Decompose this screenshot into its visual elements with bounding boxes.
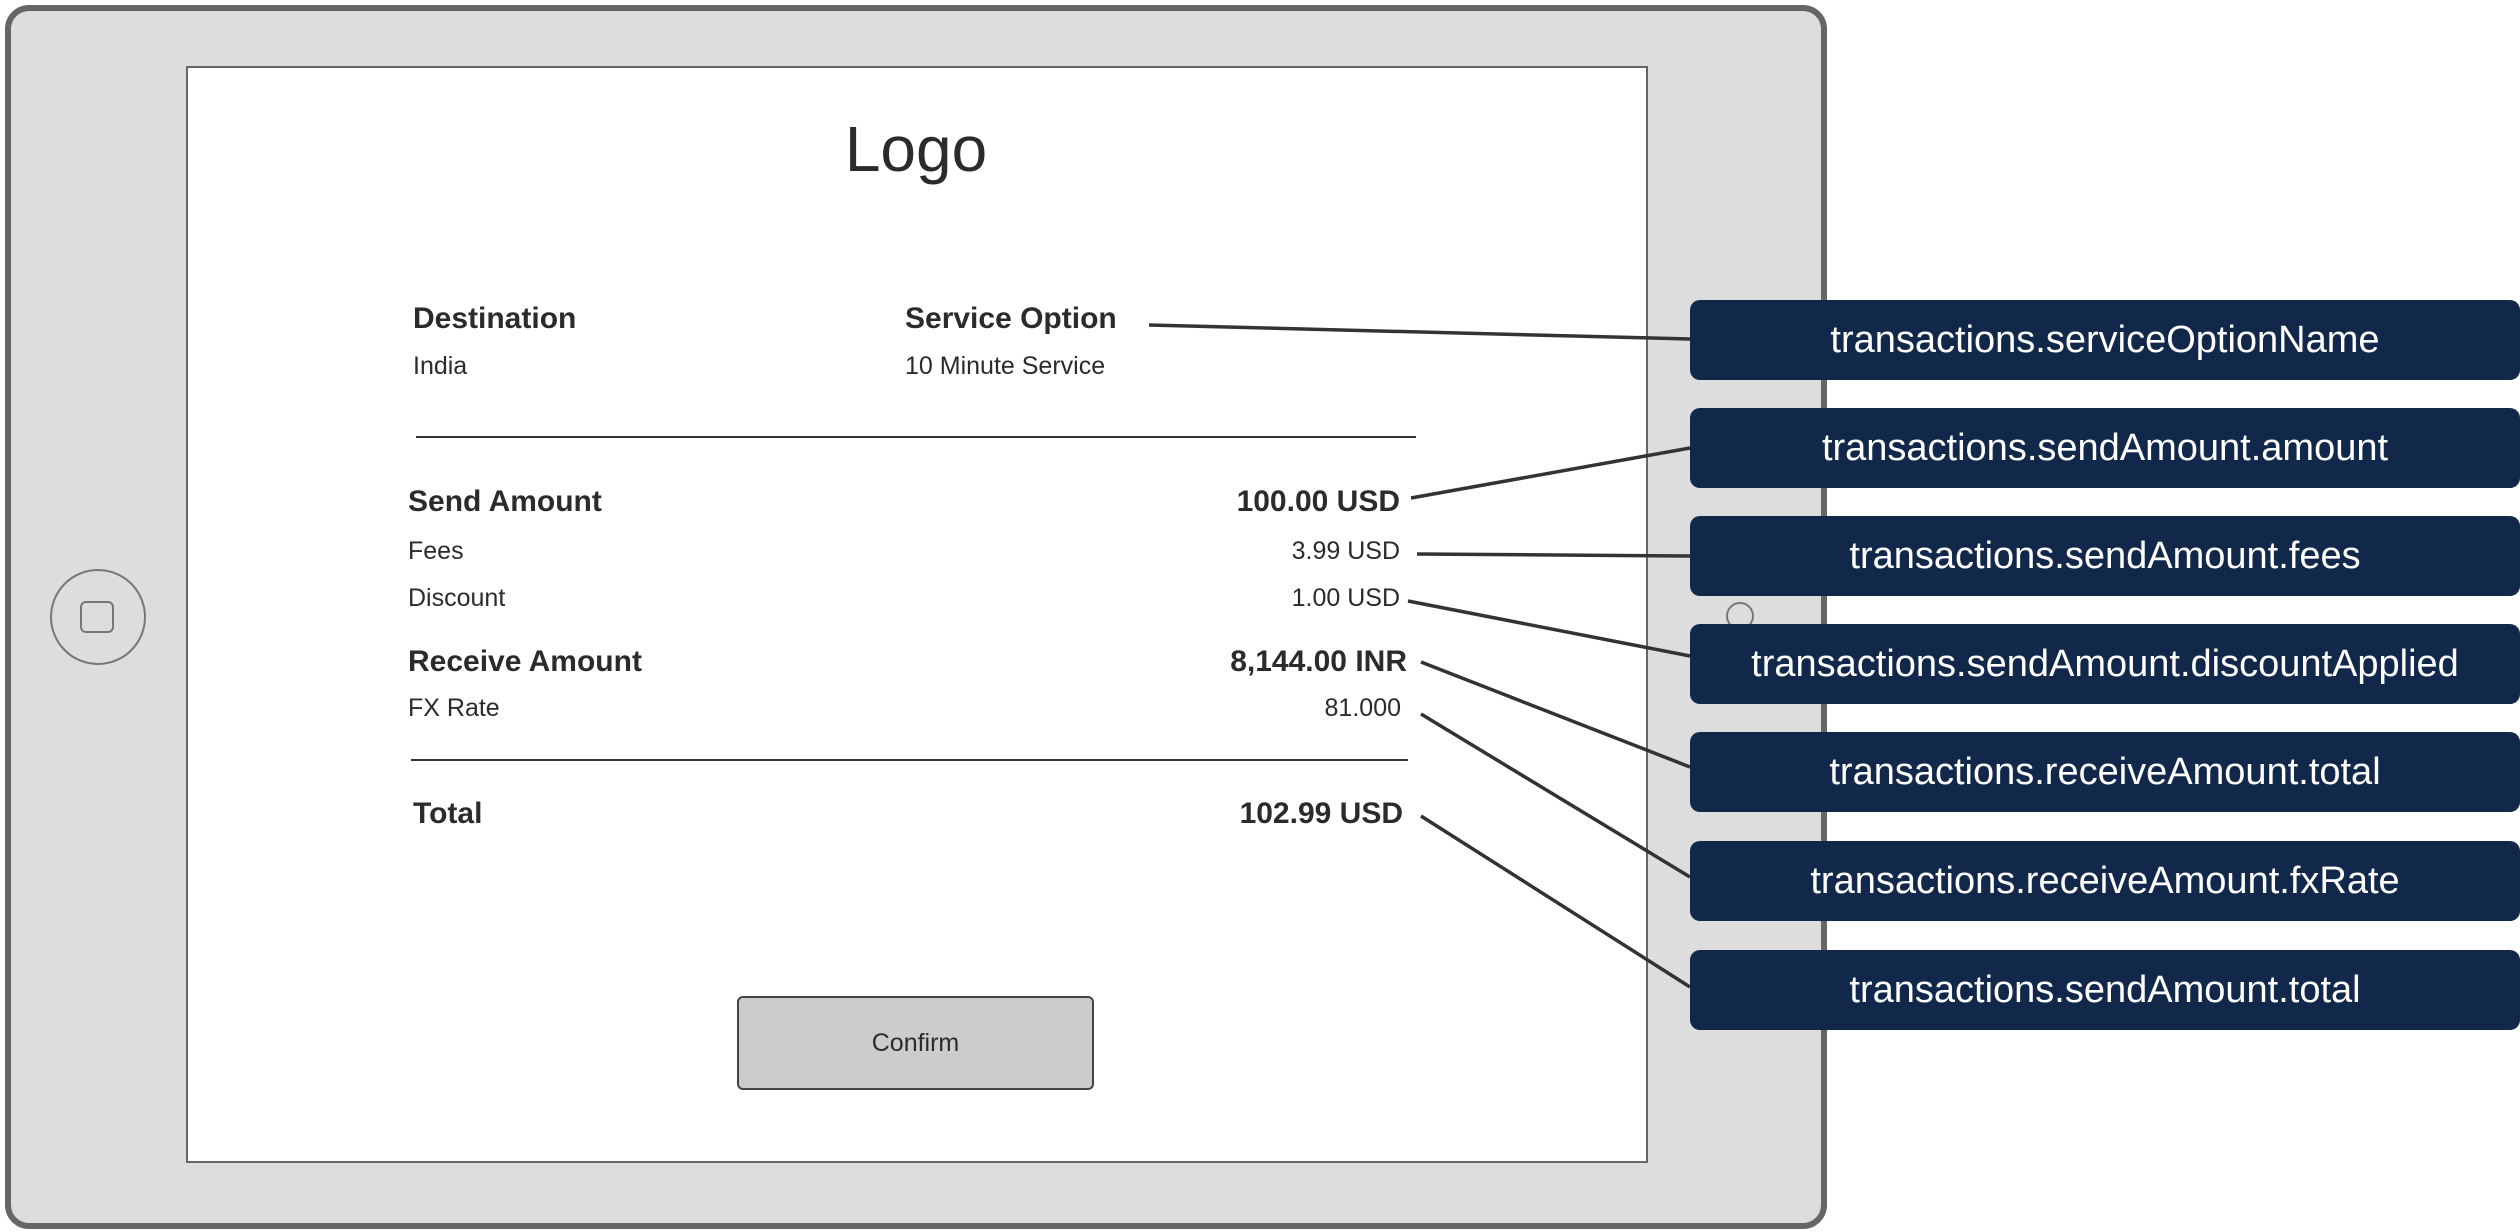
fx-rate-value: 81.000 [1324,694,1401,722]
send-amount-label: Send Amount [408,485,602,518]
fees-value: 3.99 USD [1291,537,1400,565]
divider [411,759,1408,761]
receive-amount-value: 8,144.00 INR [1230,645,1407,678]
send-amount-value: 100.00 USD [1236,485,1400,518]
logo: Logo [844,113,988,185]
confirm-button[interactable]: Confirm [737,996,1094,1090]
home-button[interactable] [50,569,146,665]
service-option-label: Service Option [905,302,1117,335]
divider [416,436,1416,438]
total-label: Total [413,797,483,830]
fees-label: Fees [408,537,464,565]
discount-value: 1.00 USD [1291,584,1400,612]
connector-line [1420,814,1691,989]
connector-line [1410,446,1691,500]
connector-line [1148,323,1691,341]
screen [186,66,1648,1163]
annotation-fees: transactions.sendAmount.fees [1690,516,2520,596]
annotation-send-total: transactions.sendAmount.total [1690,950,2520,1030]
total-value: 102.99 USD [1239,797,1403,830]
destination-label: Destination [413,302,577,335]
service-option-value: 10 Minute Service [905,352,1106,380]
annotation-receive-total: transactions.receiveAmount.total [1690,732,2520,812]
connector-line [1407,599,1691,658]
annotation-send-amount: transactions.sendAmount.amount [1690,408,2520,488]
connector-line [1416,552,1691,558]
connector-line [1420,712,1691,879]
annotation-fx-rate: transactions.receiveAmount.fxRate [1690,841,2520,921]
annotation-service-option-name: transactions.serviceOptionName [1690,300,2520,380]
annotation-discount: transactions.sendAmount.discountApplied [1690,624,2520,704]
receive-amount-label: Receive Amount [408,645,642,678]
fx-rate-label: FX Rate [408,694,500,722]
discount-label: Discount [408,584,506,612]
destination-value: India [413,352,468,380]
home-square-icon [80,601,114,633]
connector-line [1420,660,1691,769]
